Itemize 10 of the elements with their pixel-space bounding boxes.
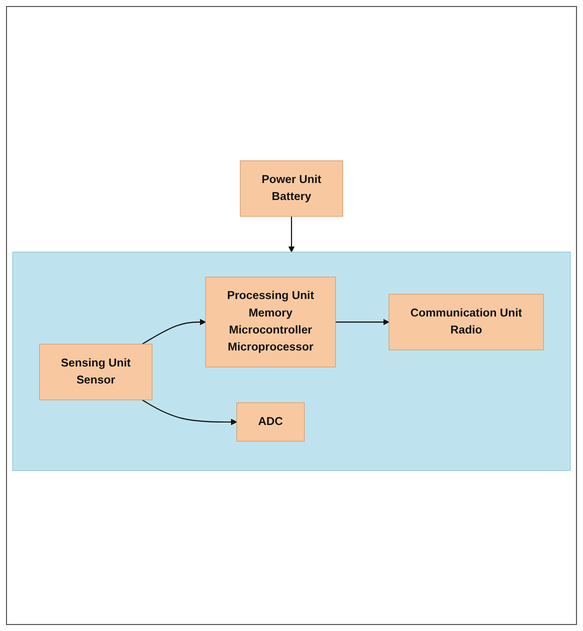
node-box: ADC: [236, 402, 305, 442]
arrow: [142, 318, 206, 345]
arrow: [288, 216, 295, 252]
arrow: [335, 318, 390, 326]
node-box: Power Unit Battery: [240, 160, 344, 217]
node-box: Sensing Unit Sensor: [39, 344, 152, 400]
cluster: [12, 252, 571, 471]
node-box: Communication Unit Radio: [388, 294, 544, 350]
arrow: [142, 399, 238, 425]
node-box: Processing Unit Memory Microcontroller Microprocessor: [205, 276, 336, 368]
